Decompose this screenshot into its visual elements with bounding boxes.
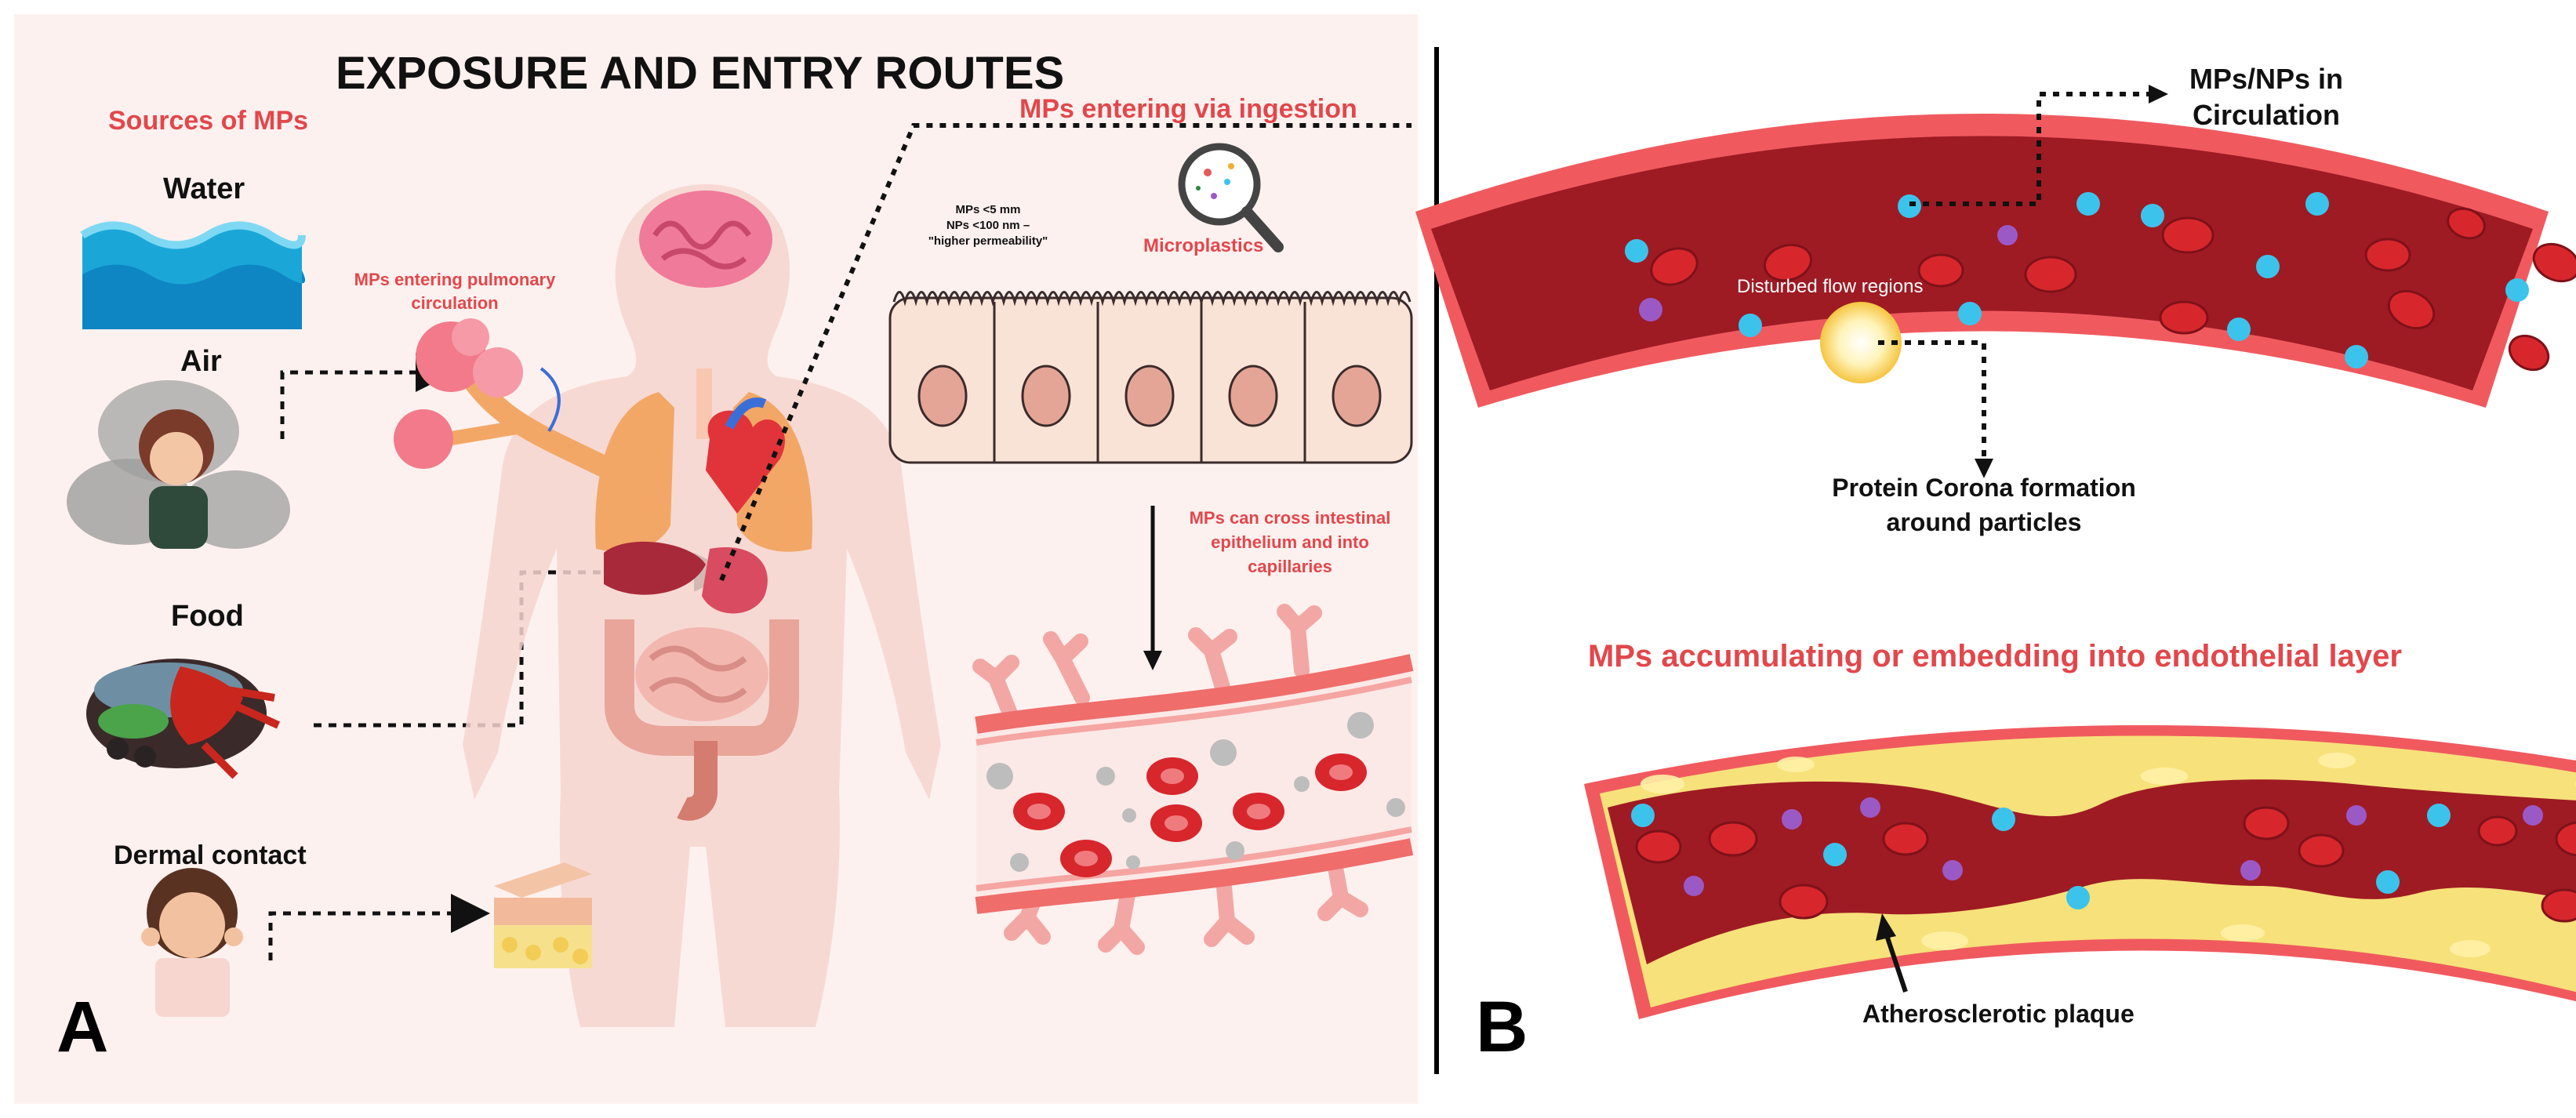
circulation-label-line-1: MPs/NPs in [2189, 63, 2344, 95]
size-note-line-2: NPs <100 nm – [946, 219, 1030, 232]
brain-icon [639, 191, 772, 288]
circulation-label: MPs/NPs in Circulation [2164, 61, 2368, 133]
water-icon [80, 221, 306, 329]
circulation-arrowhead [2149, 85, 2168, 103]
corona-label-line-1: Protein Corona formation [1832, 474, 2136, 502]
sources-heading: Sources of MPs [108, 106, 309, 136]
intestines-icon [605, 619, 799, 821]
epithelium-arrowhead [1143, 651, 1162, 670]
capillary-vessel [972, 604, 1414, 955]
skin-layers-icon [494, 862, 592, 968]
microplastics-label: Microplastics [1143, 235, 1264, 256]
plaque-arrowhead [1876, 913, 1896, 941]
cross-label: MPs can cross intestinal epithelium and … [1161, 506, 1419, 579]
pulmonary-label: MPs entering pulmonary circulation [337, 268, 572, 315]
intestinal-epithelium [888, 291, 1413, 464]
air-to-lungs-arrow [280, 353, 455, 439]
source-air-label: Air [180, 345, 222, 378]
plaque-arrow [1884, 932, 1908, 993]
liver-icon [604, 541, 706, 595]
source-dermal-label: Dermal contact [114, 840, 307, 870]
dermal-person-icon [141, 868, 243, 1017]
size-note-line-1: MPs <5 mm [955, 203, 1021, 216]
ingestion-heading: MPs entering via ingestion [1019, 94, 1357, 124]
cross-label-line-1: MPs can cross intestinal [1189, 508, 1391, 528]
circulation-arrow [1909, 92, 2153, 206]
plaque-label: Atherosclerotic plaque [1862, 1000, 2135, 1028]
circulation-label-line-2: Circulation [2192, 99, 2340, 131]
source-water-label: Water [163, 172, 245, 205]
pulmonary-label-line-2: circulation [411, 293, 499, 313]
ingestion-dotted-line [719, 123, 1412, 582]
food-plate-icon [86, 659, 281, 779]
stomach-icon [702, 547, 768, 614]
plaque-vessel [1584, 725, 2576, 1019]
accumulating-heading: MPs accumulating or embedding into endot… [1588, 639, 2402, 673]
corona-arrowhead [1975, 459, 1993, 478]
panel-a-letter: A [56, 987, 109, 1067]
panel-a-title: EXPOSURE AND ENTRY ROUTES [336, 48, 1065, 99]
size-note-line-3: "higher permeability" [928, 234, 1048, 248]
corona-label-line-2: around particles [1886, 508, 2082, 536]
top-vessel [1415, 114, 2576, 408]
magnifier-icon [1178, 143, 1284, 252]
heart-icon [706, 397, 785, 514]
air-person-icon [67, 380, 290, 549]
disturbed-flow-label: Disturbed flow regions [1737, 276, 1924, 297]
cross-label-line-2: epithelium and into [1211, 532, 1369, 552]
bronchial-tree-icon [394, 318, 617, 481]
corona-label: Protein Corona formation around particle… [1804, 470, 2164, 539]
cross-label-line-3: capillaries [1248, 557, 1332, 576]
ingestion-pointer [719, 123, 1412, 582]
panel-b-letter: B [1476, 987, 1528, 1067]
source-food-label: Food [171, 600, 244, 633]
size-note: MPs <5 mm NPs <100 nm – "higher permeabi… [898, 202, 1078, 249]
disturbed-flow-glow [1820, 302, 1902, 383]
pulmonary-label-line-1: MPs entering pulmonary [354, 270, 556, 289]
vessel-lumen [1608, 779, 2576, 964]
dermal-to-skin-arrow [268, 894, 490, 960]
body-silhouette [463, 184, 941, 1027]
